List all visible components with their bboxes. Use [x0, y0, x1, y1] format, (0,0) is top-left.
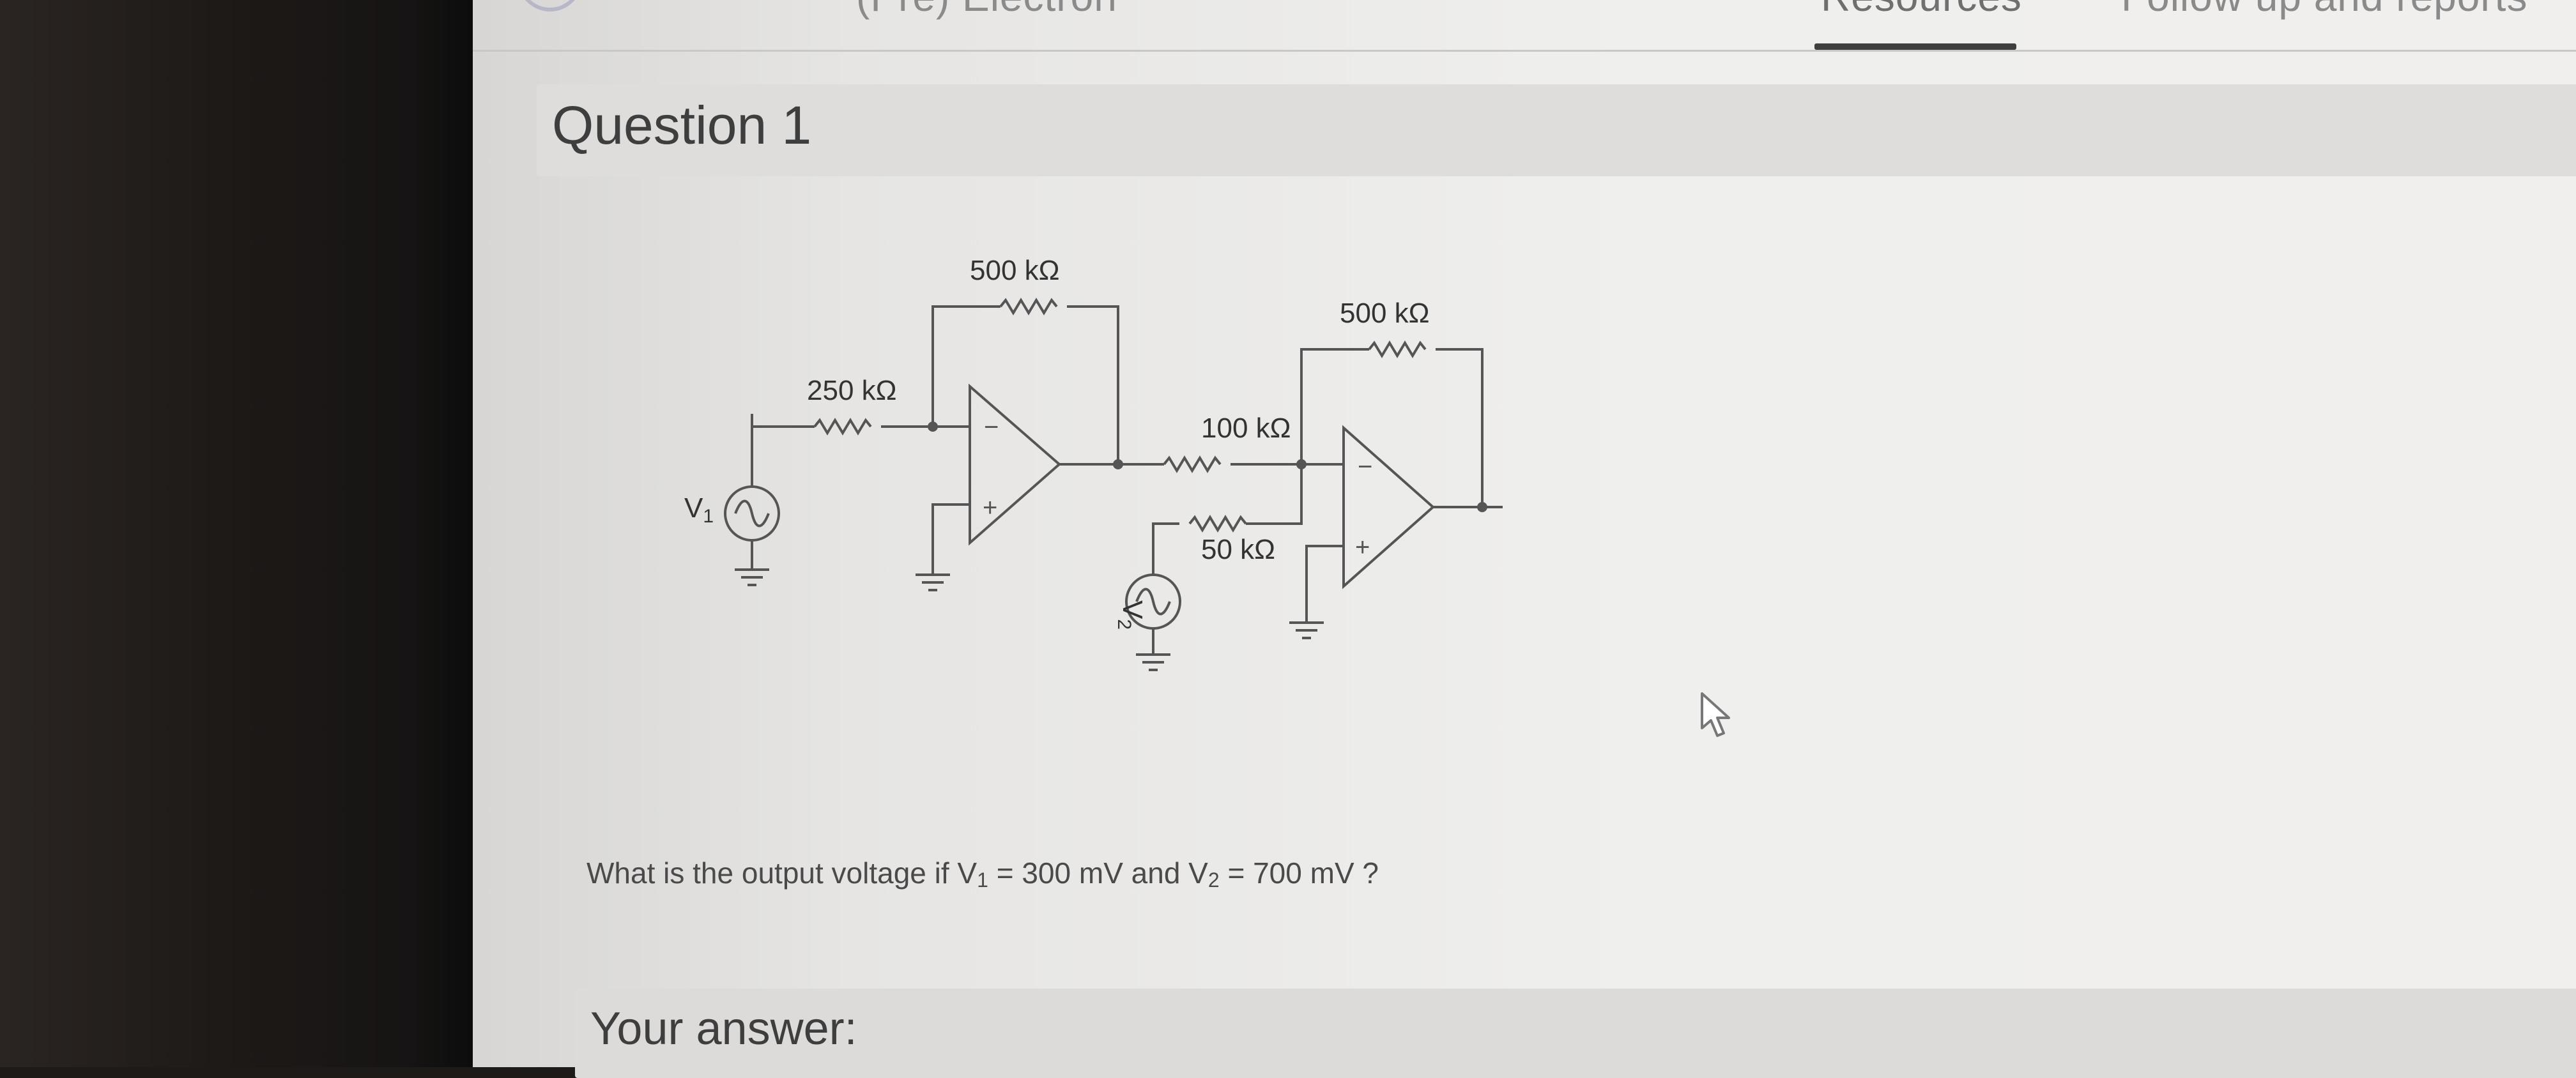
top-navigation: (Pre) Electron Resources Follow up and r… — [473, 0, 2576, 52]
answer-label: Your answer: — [590, 1003, 857, 1054]
nav-item-follow-up-reports[interactable]: Follow up and reports — [2121, 0, 2527, 20]
mouse-cursor-icon — [1701, 692, 1730, 737]
question-header: Question 1 — [537, 84, 2576, 176]
label-r-input1: 250 kΩ — [807, 375, 897, 406]
label-v1: V1 — [684, 492, 714, 527]
nav-item-resources[interactable]: Resources — [1821, 0, 2022, 20]
circuit-diagram: − + − + 500 kΩ 250 kΩ 100 kΩ 50 kΩ 500 k… — [684, 255, 1503, 671]
answer-section[interactable]: Your answer: — [575, 989, 2576, 1078]
active-tab-indicator — [1814, 43, 2016, 50]
nav-item-pre-electron[interactable]: (Pre) Electron — [856, 0, 1117, 20]
label-r-v2: 50 kΩ — [1201, 534, 1275, 565]
question-title: Question 1 — [552, 95, 812, 155]
browser-screen: (Pre) Electron Resources Follow up and r… — [473, 0, 2576, 1078]
opamp1-minus: − — [984, 413, 999, 441]
question-prompt: What is the output voltage if V1 = 300 m… — [586, 856, 1379, 892]
opamp2-plus: + — [1355, 533, 1370, 561]
label-v2: V2 — [1114, 600, 1148, 630]
opamp1-plus: + — [983, 494, 997, 522]
label-r-mid: 100 kΩ — [1201, 413, 1291, 444]
opamp2-minus: − — [1358, 453, 1372, 481]
label-r-feedback1: 500 kΩ — [970, 255, 1060, 286]
label-r-feedback2: 500 kΩ — [1340, 298, 1430, 329]
logo-icon[interactable] — [518, 0, 583, 11]
